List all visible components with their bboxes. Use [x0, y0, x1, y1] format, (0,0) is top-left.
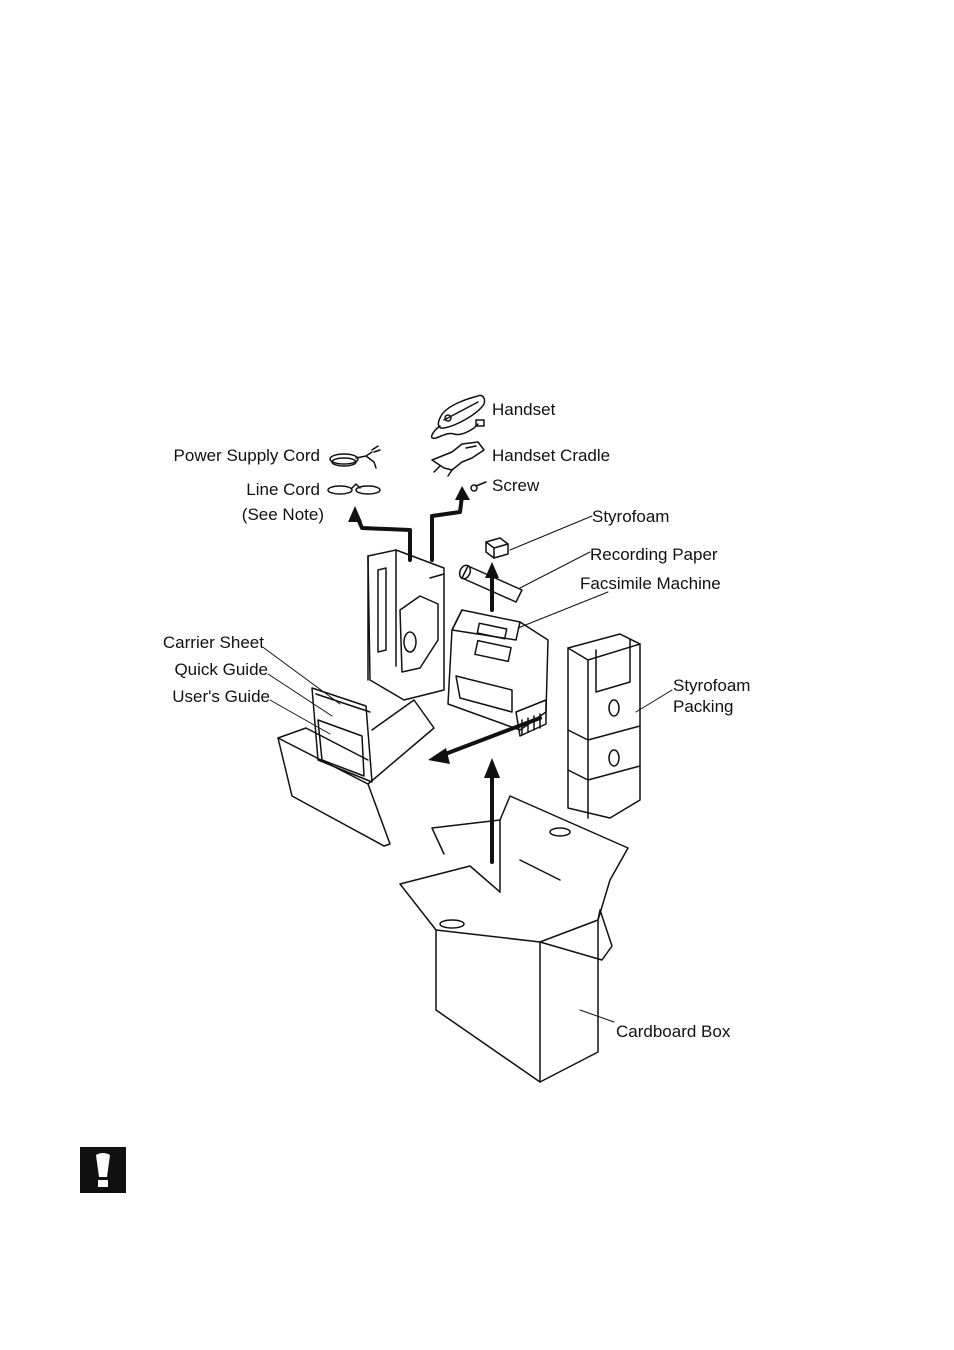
handset-cradle-illustration — [432, 442, 484, 476]
line-cord-label: Line Cord — [246, 480, 320, 500]
styrofoam-packing-label-line2: Packing — [673, 697, 733, 717]
line-cord-illustration — [328, 484, 380, 494]
power-supply-cord-illustration — [330, 446, 380, 468]
styrofoam-label: Styrofoam — [592, 507, 669, 527]
users-guide-label: User's Guide — [172, 687, 270, 707]
cardboard-box-label: Cardboard Box — [616, 1022, 730, 1042]
styrofoam-block — [486, 538, 508, 558]
cardboard-box — [400, 796, 628, 1082]
quick-guide-label: Quick Guide — [174, 660, 268, 680]
facsimile-machine-label: Facsimile Machine — [580, 574, 721, 594]
facsimile-machine-illustration — [448, 610, 548, 736]
handset-illustration — [432, 395, 485, 438]
exclamation-icon — [80, 1147, 126, 1193]
handset-label: Handset — [492, 400, 555, 420]
see-note-label: (See Note) — [242, 505, 324, 525]
right-styrofoam-packing — [568, 634, 640, 818]
removal-arrows — [356, 496, 540, 862]
screw-label: Screw — [492, 476, 539, 496]
left-styrofoam-piece — [368, 550, 444, 700]
handset-cradle-label: Handset Cradle — [492, 446, 610, 466]
styrofoam-packing-label-line1: Styrofoam — [673, 676, 750, 696]
carrier-sheet-folder — [278, 688, 434, 846]
screw-illustration — [471, 482, 486, 491]
carrier-sheet-label: Carrier Sheet — [163, 633, 264, 653]
power-supply-cord-label: Power Supply Cord — [174, 446, 320, 466]
recording-paper-label: Recording Paper — [590, 545, 718, 565]
